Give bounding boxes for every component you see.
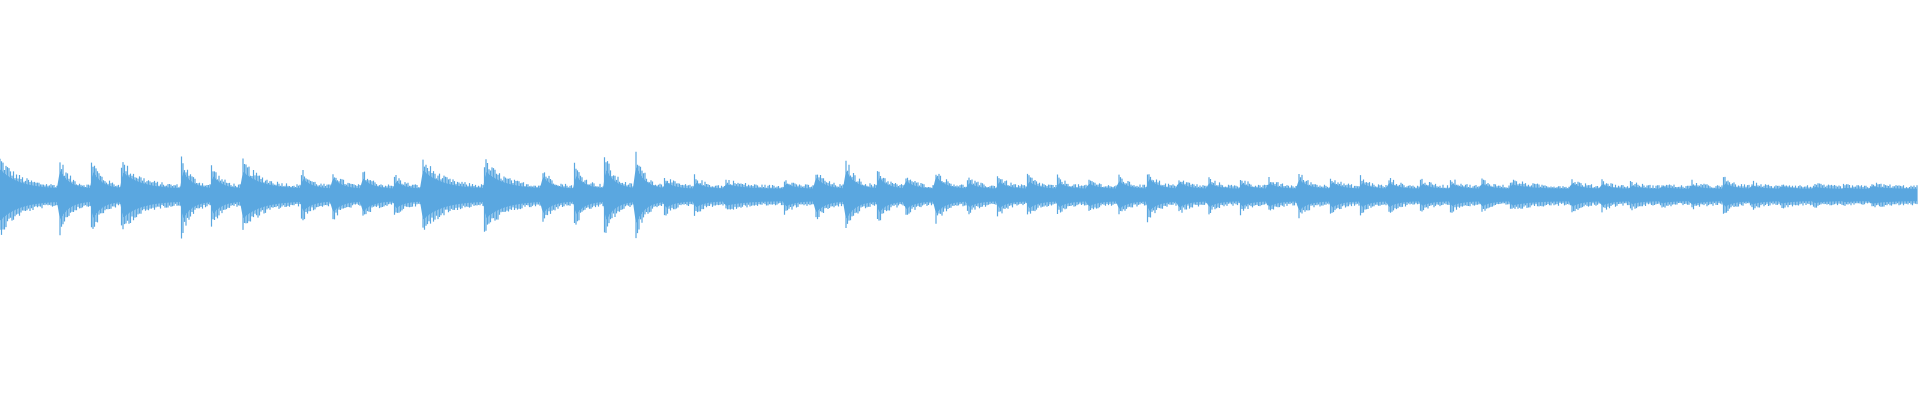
waveform-bars — [0, 151, 1918, 239]
waveform-core — [0, 166, 1917, 224]
